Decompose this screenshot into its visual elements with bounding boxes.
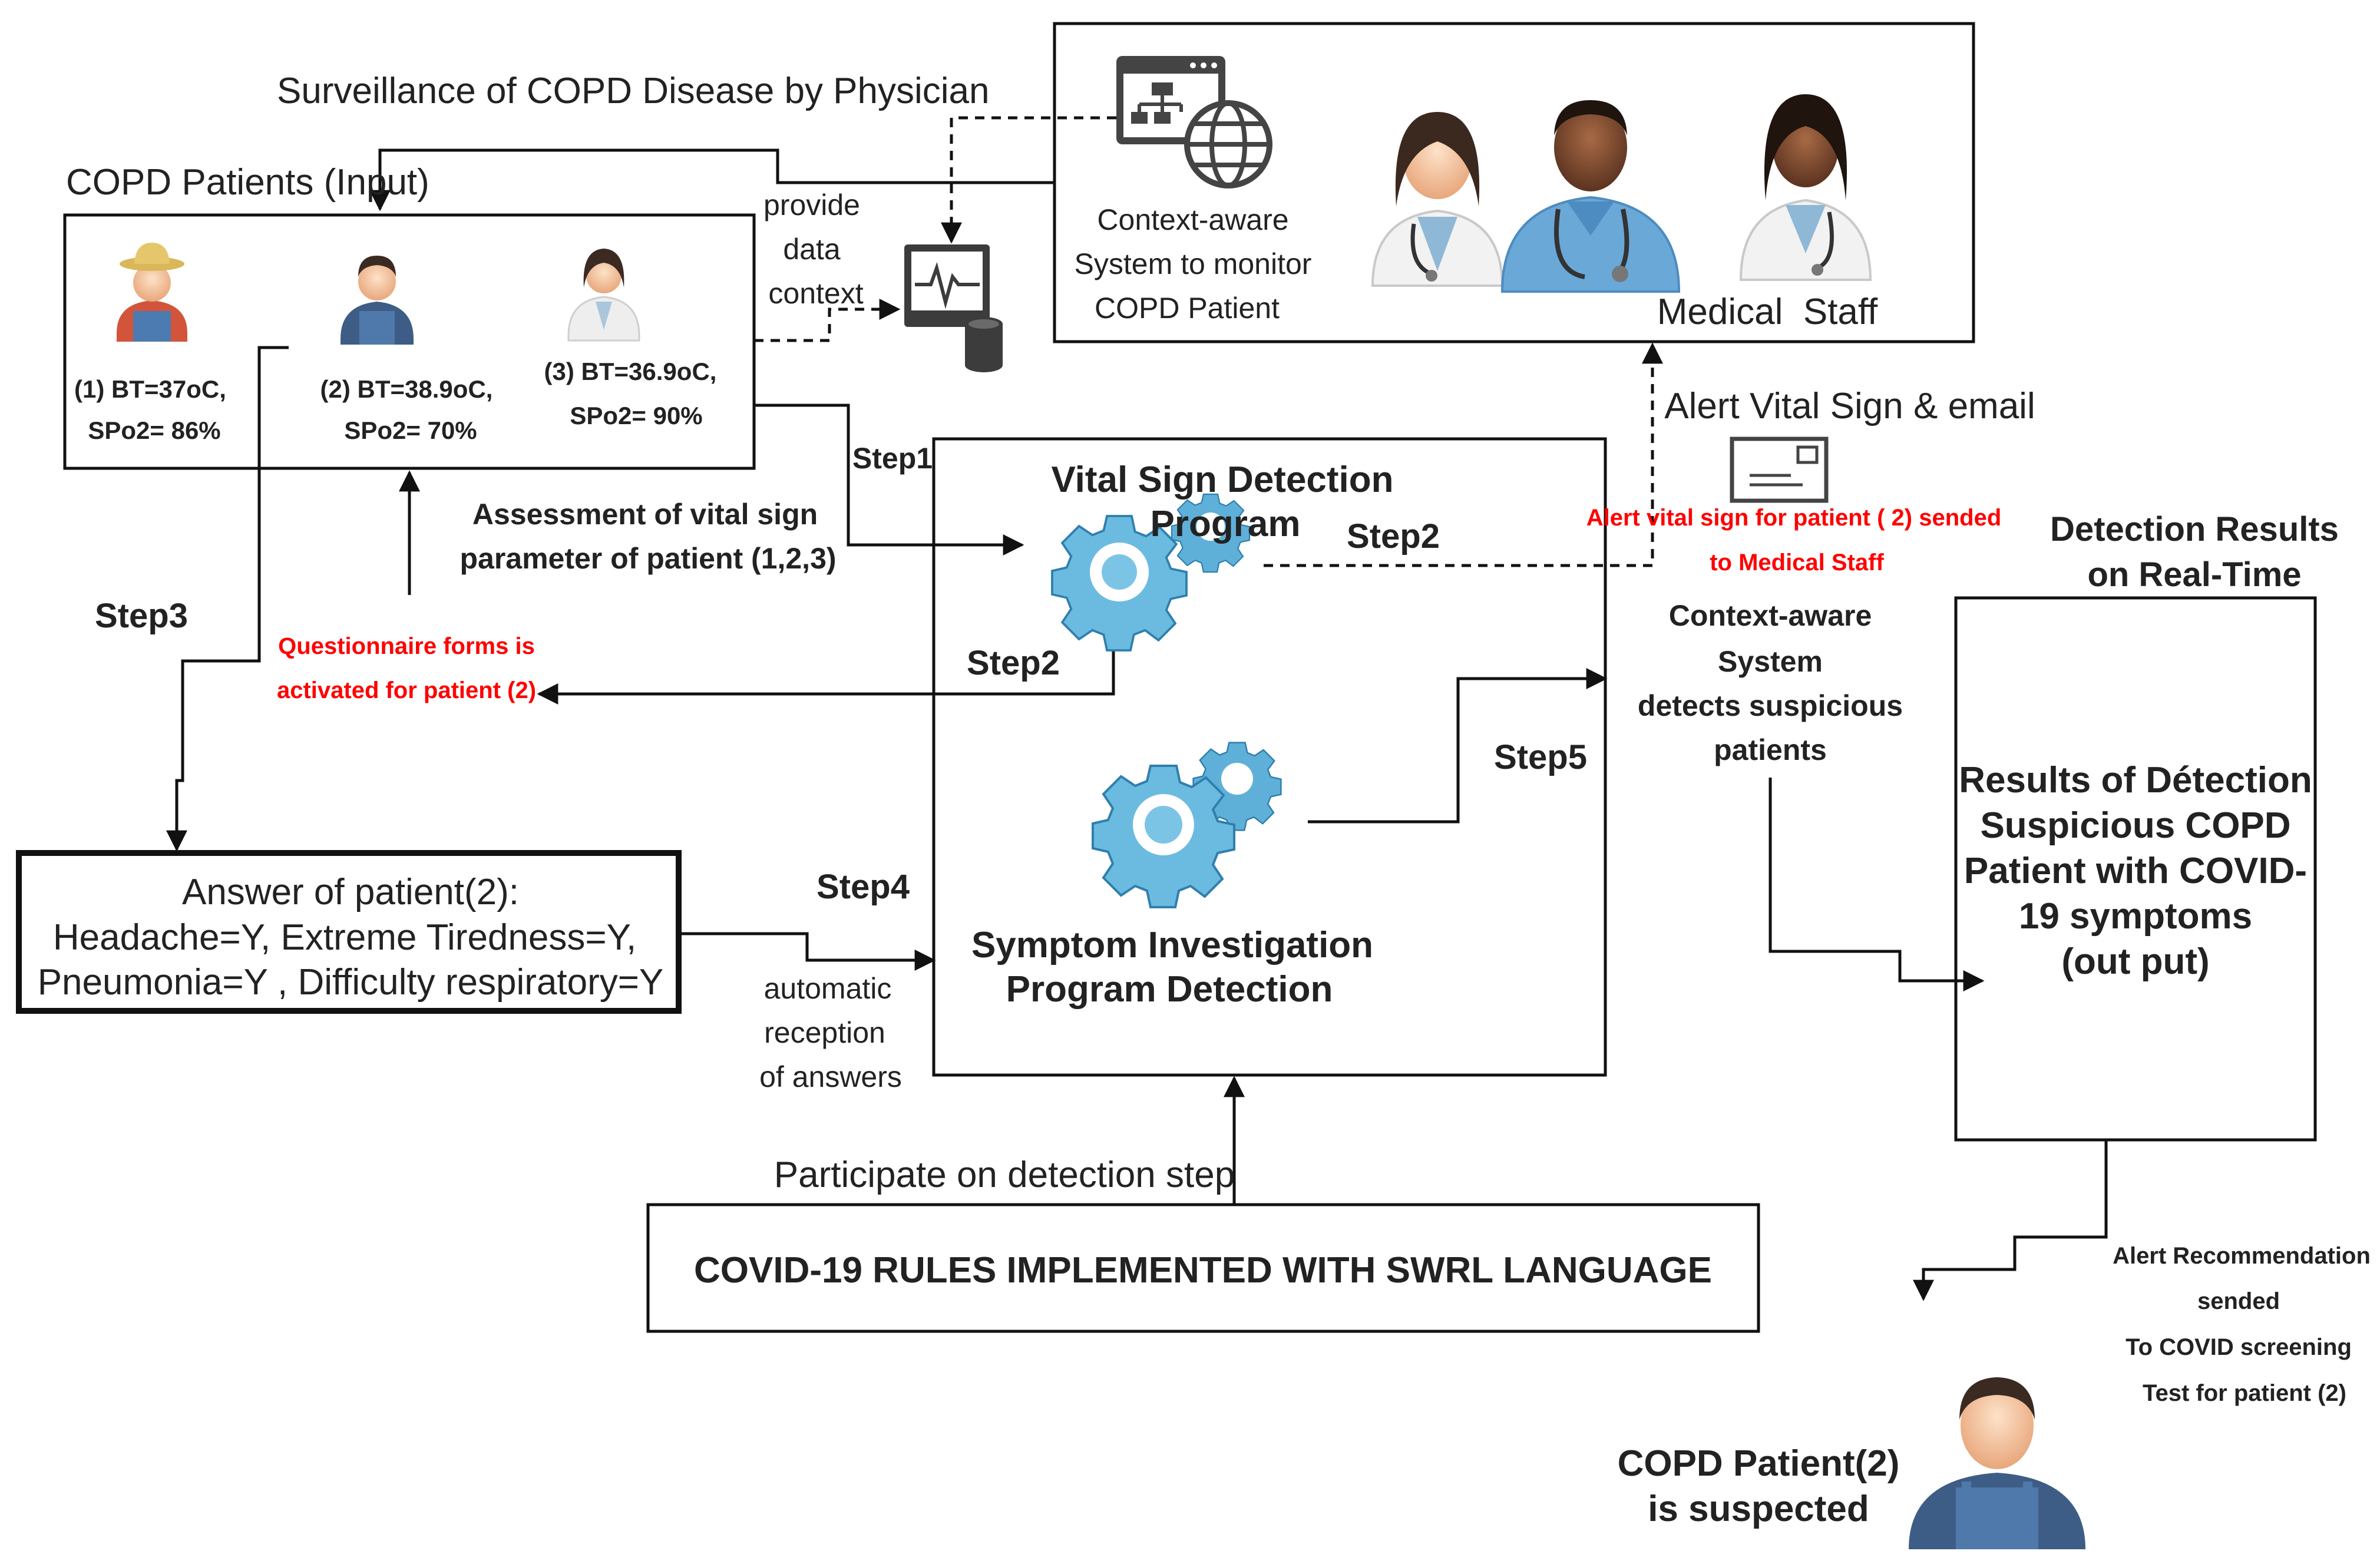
email-icon	[1730, 437, 1829, 503]
patient2-spo2: SPo2= 70%	[344, 416, 477, 444]
surveillance-label: Surveillance of COPD Disease by Physicia…	[277, 71, 990, 111]
results-box-line-1: Results of Détection	[1959, 760, 2312, 801]
alert-recommendation-line-4: Test for patient (2)	[2143, 1380, 2346, 1406]
assessment-label-2: parameter of patient (1,2,3)	[460, 542, 836, 575]
medical-staff-label: Medical Staff	[1657, 292, 1878, 332]
context-detects-label-3: detects suspicious	[1638, 689, 1903, 722]
patient2-avatar-icon	[341, 256, 414, 345]
symptom-program-label-1: Symptom Investigation	[971, 925, 1373, 965]
suspected-patient-icon	[1909, 1377, 2085, 1549]
context-system-label-3: COPD Patient	[1095, 292, 1280, 325]
context-system-label-1: Context-aware	[1097, 203, 1288, 236]
symptom-gear-icon	[1092, 742, 1282, 908]
provide-label-2: data	[783, 233, 841, 266]
questionnaire-label-1: Questionnaire forms is	[278, 633, 535, 659]
doctor-male-icon	[1500, 100, 1681, 293]
rules-box-label: COVID-19 RULES IMPLEMENTED WITH SWRL LAN…	[694, 1250, 1712, 1291]
step2-label-bottom: Step2	[967, 644, 1060, 682]
patient1-avatar-icon	[117, 243, 187, 342]
questionnaire-label-2: activated for patient (2)	[277, 677, 536, 703]
surveillance-connector	[369, 148, 1055, 211]
vital-program-label-2: Program	[1151, 504, 1301, 544]
automatic-label-1: automatic	[764, 972, 892, 1005]
doctor-female-icon	[1371, 112, 1504, 287]
vital-sign-gear-icon	[1051, 493, 1251, 652]
step4-label: Step4	[817, 868, 910, 906]
alert-recommendation-line-2: sended	[2197, 1288, 2280, 1314]
participate-label: Participate on detection step	[774, 1155, 1235, 1195]
patient3-spo2: SPo2= 90%	[570, 402, 702, 429]
step2-alert-connector	[1264, 342, 1663, 567]
context-detects-label-4: patients	[1714, 733, 1827, 766]
step1-connector	[754, 404, 1024, 555]
monitor-dashed-connector	[941, 116, 1116, 244]
detection-results-label-1: Detection Results	[2050, 510, 2339, 548]
step3-label: Step3	[95, 597, 188, 635]
results-box-line-4: 19 symptoms	[2019, 896, 2252, 937]
rules-box	[646, 1203, 1760, 1333]
automatic-label-2: reception	[764, 1016, 885, 1049]
step5-label: Step5	[1494, 738, 1587, 776]
provide-data-connector	[754, 299, 901, 342]
results-box-line-3: Patient with COVID-	[1964, 851, 2307, 891]
vital-program-label-1: Vital Sign Detection	[1051, 459, 1393, 500]
alert-recommendation-line-1: Alert Recommendation	[2113, 1243, 2371, 1269]
context-detects-label-1: Context-aware	[1669, 599, 1872, 632]
suspected-label-1: COPD Patient(2)	[1618, 1443, 1900, 1484]
doctor-female-2-icon	[1739, 94, 1872, 281]
results-box	[1954, 596, 2317, 1142]
answer-box-title: Answer of patient(2):	[182, 872, 519, 912]
patients-box-title: COPD Patients (Input)	[66, 162, 429, 203]
alert-red-label-1: Alert vital sign for patient ( 2) sended	[1586, 505, 2002, 531]
answer-box-line-2: Pneumonia=Y , Difficulty respiratory=Y	[38, 962, 664, 1003]
answer-box	[16, 850, 682, 1014]
assessment-label-1: Assessment of vital sign	[472, 498, 818, 531]
monitor-database-icon	[904, 244, 1003, 372]
detects-results-connector	[1769, 778, 1985, 991]
alert-red-label-2: to Medical Staff	[1710, 550, 1884, 576]
step5-connector	[1308, 668, 1608, 824]
recommendation-connector	[1913, 1140, 2108, 1301]
alert-recommendation-line-3: To COVID screening	[2126, 1334, 2352, 1360]
patient2-bt: (2) BT=38.9oC,	[320, 375, 493, 403]
step2-questionnaire-connector	[537, 651, 1115, 705]
step2-label-top: Step2	[1347, 517, 1440, 555]
automatic-label-3: of answers	[759, 1060, 902, 1093]
context-system-label-2: System to monitor	[1075, 247, 1312, 280]
network-system-icon	[1116, 56, 1272, 189]
symptom-program-label-2: Program Detection	[1006, 969, 1333, 1010]
patient3-bt: (3) BT=36.9oC,	[544, 358, 717, 385]
suspected-label-2: is suspected	[1648, 1489, 1869, 1529]
patient1-bt: (1) BT=37oC,	[74, 375, 226, 403]
detection-program-box	[932, 437, 1607, 1077]
provide-label-1: provide	[763, 189, 860, 221]
patient1-spo2: SPo2= 86%	[88, 416, 220, 444]
detection-results-label-2: on Real-Time	[2087, 555, 2301, 594]
alert-email-label: Alert Vital Sign & email	[1664, 386, 2035, 426]
results-box-line-5: (out put)	[2061, 941, 2209, 982]
patient3-avatar-icon	[567, 249, 640, 342]
step4-connector	[679, 932, 936, 971]
context-detects-label-2: System	[1718, 645, 1823, 678]
provide-label-3: context	[768, 277, 863, 310]
step3-connector	[166, 346, 289, 852]
answer-box-line-1: Headache=Y, Extreme Tiredness=Y,	[53, 917, 636, 958]
step1-label: Step1	[852, 442, 933, 475]
results-box-line-2: Suspicious COPD	[1980, 805, 2290, 846]
